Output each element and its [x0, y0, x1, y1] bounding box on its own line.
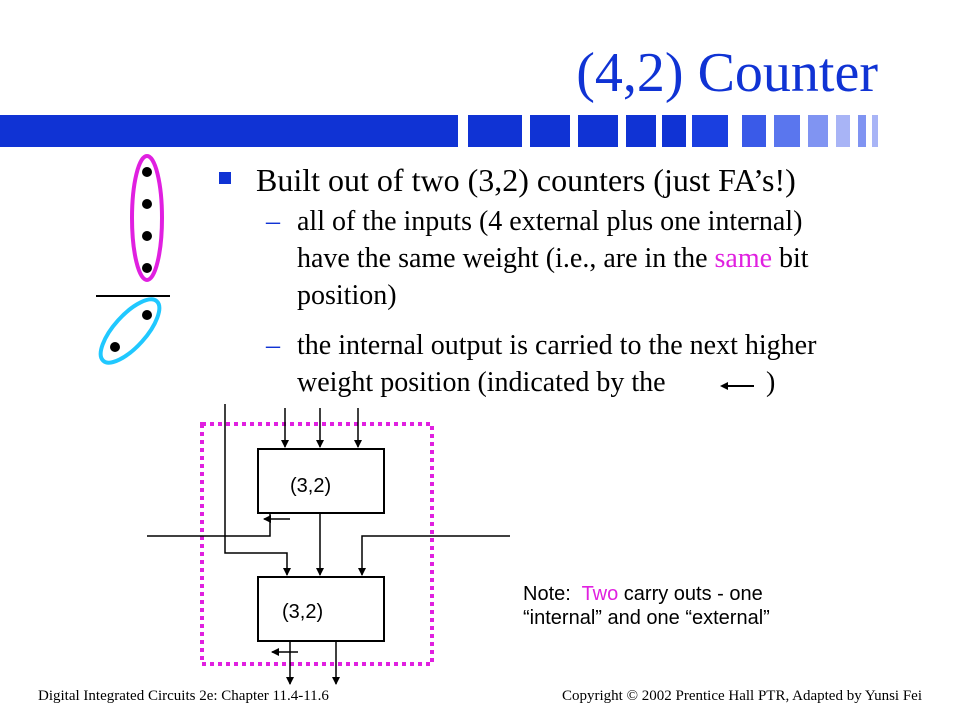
sub-bullet-2-line-2-start: weight position (indicated by the	[297, 367, 666, 398]
bottom-counter-label: (3,2)	[282, 601, 324, 623]
main-bullet-text: Built out of two (3,2) counters (just FA…	[256, 162, 796, 198]
highlighted-word-same: same	[714, 243, 773, 274]
sub-bullet-1-line-3: position)	[297, 280, 397, 311]
note-text: Note: Two carry outs - one “internal” an…	[523, 582, 843, 630]
sub-bullet-2-line-1: the internal output is carried to the ne…	[297, 330, 817, 361]
note-line-1: Note: Two carry outs - one	[523, 582, 843, 606]
copyright-icon: ©	[626, 688, 638, 704]
sub-bullet-2-line-2-end: )	[766, 367, 776, 398]
bullet-square-icon	[219, 172, 231, 184]
note-prefix: Note:	[523, 583, 582, 605]
sub-bullet-1-line-2: have the same weight (i.e., are in the s…	[297, 243, 809, 275]
slide-title: (4,2) Counter	[576, 42, 878, 104]
left-arrow-icon	[720, 382, 754, 390]
copyright-rest: 2002 Prentice Hall PTR, Adapted by Yunsi…	[637, 688, 922, 704]
top-counter-label: (3,2)	[290, 475, 332, 497]
sub-bullet-dash: –	[266, 206, 280, 237]
footer-copyright: Copyright © 2002 Prentice Hall PTR, Adap…	[562, 688, 922, 705]
title-decorative-bar	[0, 115, 878, 147]
sub-bullet-1-line-2-start: have the same weight (i.e., are in the	[297, 243, 715, 274]
sub-bullet-1-line-2-end: bit	[772, 243, 809, 274]
footer-course-info: Digital Integrated Circuits 2e: Chapter …	[38, 688, 329, 704]
sub-bullet-dash: –	[266, 330, 280, 361]
dot-column-illustration	[96, 154, 170, 365]
note-line-2: “internal” and one “external”	[523, 607, 770, 629]
note-line-1-rest: carry outs - one	[618, 583, 763, 605]
note-highlight-two: Two	[581, 583, 619, 605]
sub-bullet-1-line-1: all of the inputs (4 external plus one i…	[297, 206, 803, 237]
copyright-label: Copyright	[561, 688, 627, 704]
